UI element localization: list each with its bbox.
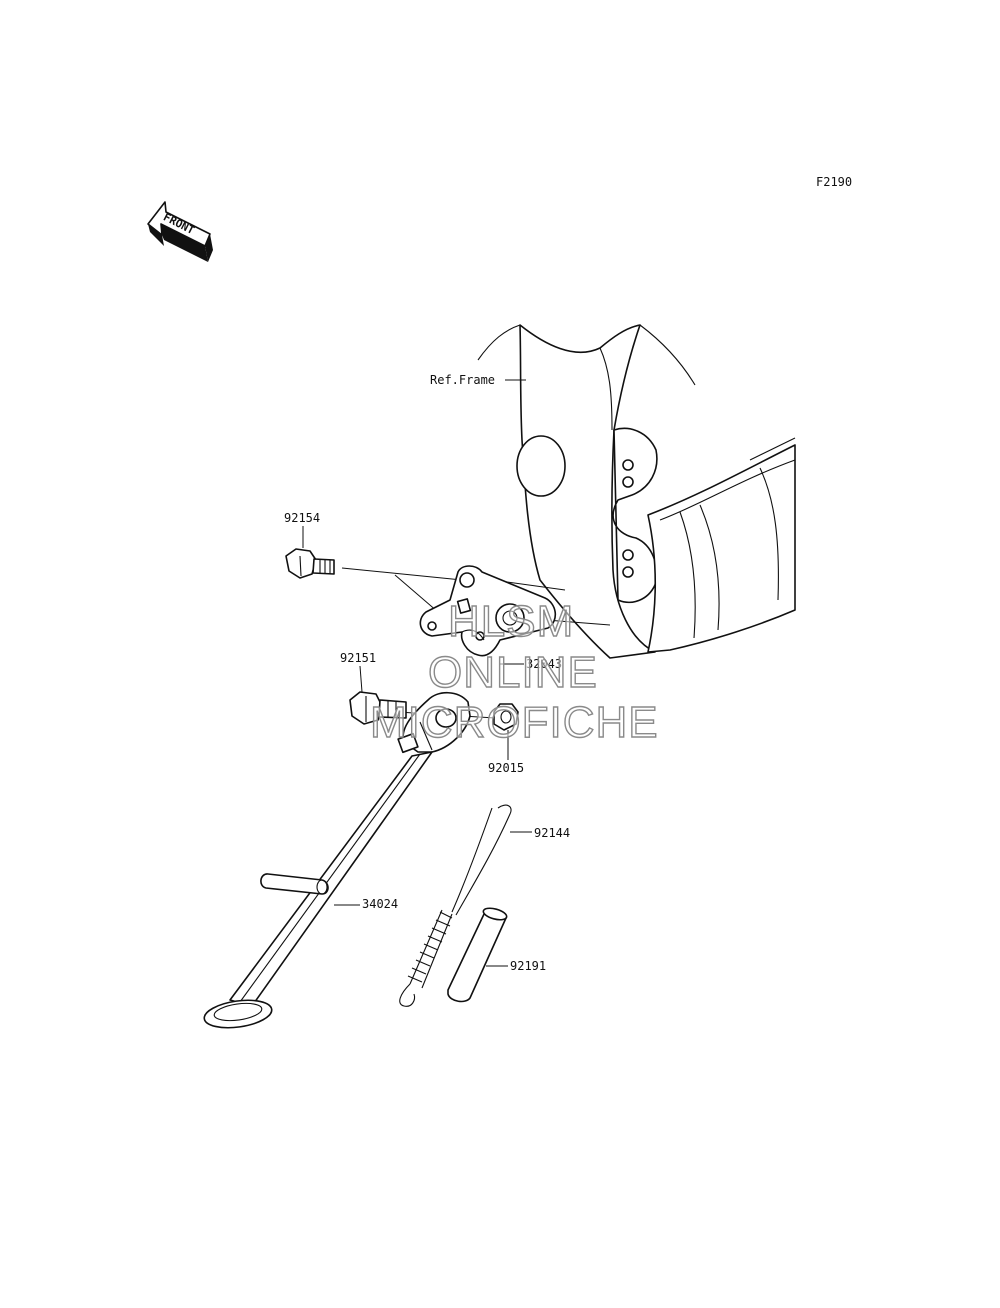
side-stand-34024[interactable] [203, 691, 471, 1032]
callout-92191: 92191 [510, 959, 546, 973]
spring-92144[interactable] [399, 804, 512, 1007]
figure-code: F2190 [816, 175, 852, 189]
bracket-32043[interactable] [419, 565, 557, 657]
callout-32043: 32043 [526, 657, 562, 671]
frame-reference: Ref.Frame [430, 324, 796, 659]
watermark-line1: HLSM [448, 597, 574, 646]
callout-92151: 92151 [340, 651, 376, 665]
callout-34024: 34024 [362, 897, 398, 911]
front-arrow-icon: FRONT [147, 201, 213, 262]
sleeve-92191[interactable] [447, 906, 508, 1003]
bolt-92154[interactable] [285, 548, 335, 579]
ref-frame-label: Ref.Frame [430, 373, 495, 387]
nut-92015[interactable] [493, 703, 519, 731]
watermark-line2: ONLINE [428, 648, 598, 697]
watermark: HLSM ONLINE MICROFICHE [369, 596, 659, 747]
bolt-92151[interactable] [349, 691, 407, 725]
watermark-line3: MICROFICHE [370, 698, 659, 747]
callout-92154: 92154 [284, 511, 320, 525]
callout-92144: 92144 [534, 826, 570, 840]
callout-92015: 92015 [488, 761, 524, 775]
